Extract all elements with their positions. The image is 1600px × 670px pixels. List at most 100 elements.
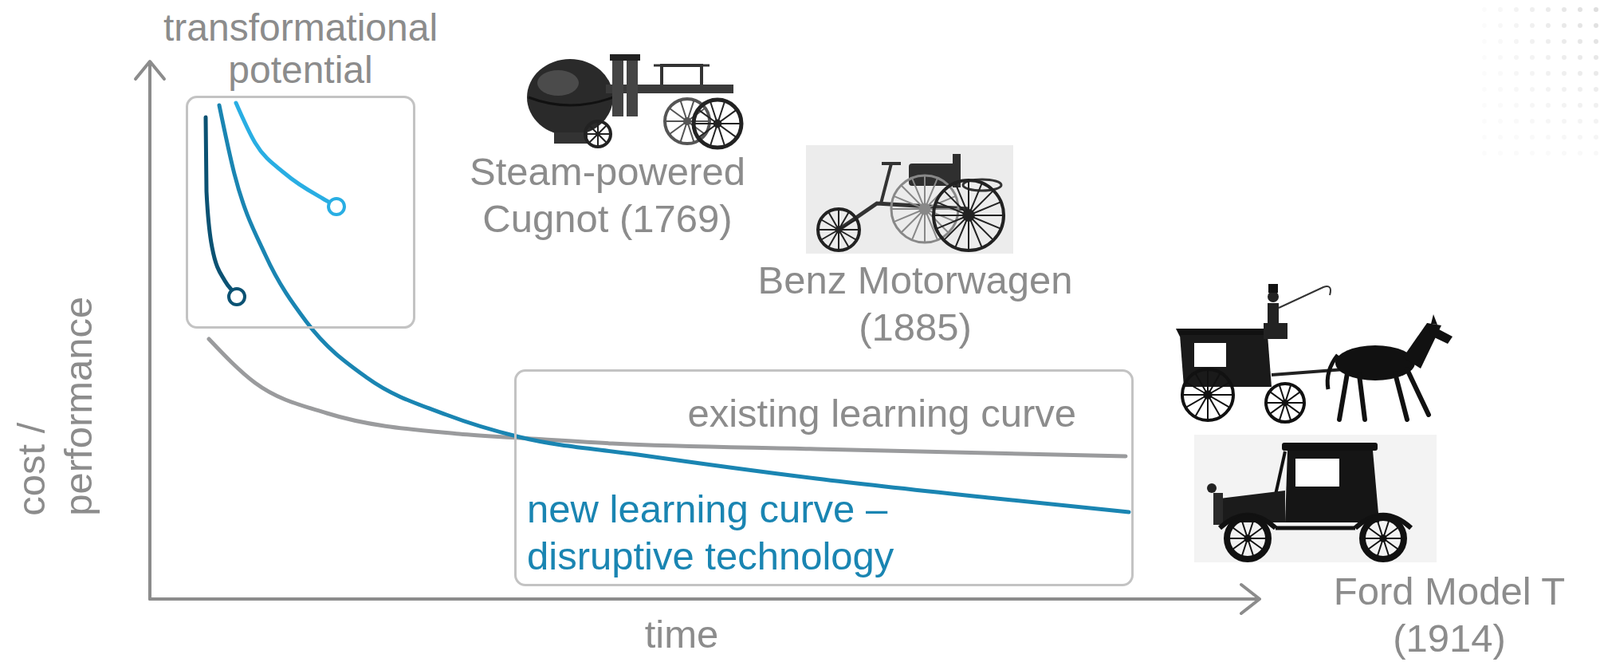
cugnot-illustration: [653, 64, 710, 67]
dot-pattern: [1497, 134, 1503, 140]
axes: [148, 62, 152, 599]
cugnot-illustration: [526, 54, 734, 144]
dot-pattern: [1529, 55, 1535, 60]
horse-carriage-illustration: [1339, 369, 1429, 420]
dot-pattern: [1593, 70, 1599, 76]
dot-pattern: [1577, 7, 1583, 12]
dot-pattern: [1529, 86, 1535, 92]
horse-carriage-illustration: [1194, 342, 1227, 367]
dot-pattern: [1482, 55, 1487, 60]
dot-pattern: [1577, 102, 1583, 108]
dot-pattern: [1513, 134, 1519, 140]
dot-pattern: [1545, 134, 1551, 140]
benz-wheel: [933, 180, 1004, 251]
horse-carriage-illustration: [1395, 373, 1408, 420]
dot-pattern: [1497, 23, 1503, 28]
dot-pattern: [1593, 39, 1599, 44]
dot-pattern: [1593, 150, 1599, 156]
benz-wheel: [918, 202, 931, 215]
dot-pattern: [1545, 70, 1551, 76]
failed-learning-curve: [205, 117, 232, 291]
dot-pattern: [1577, 70, 1583, 76]
dot-pattern: [1529, 118, 1535, 124]
dot-pattern: [1545, 86, 1551, 92]
dot-pattern: [1561, 55, 1567, 60]
dot-pattern: [1529, 7, 1535, 12]
dot-pattern: [1497, 7, 1503, 12]
axis-label: cost / performance: [7, 284, 103, 516]
dot-pattern: [1593, 102, 1599, 108]
dot-pattern: [1529, 150, 1535, 156]
horse-carriage-illustration: [1359, 374, 1365, 420]
cugnot-wheel: [585, 121, 611, 147]
benz-illustration: [805, 145, 1014, 254]
model-t-wheel: [1362, 517, 1404, 559]
dot-pattern: [1545, 118, 1551, 124]
dot-pattern: [1482, 7, 1487, 12]
existing-learning-curve: [208, 338, 1126, 457]
dot-pattern: [1482, 7, 1599, 156]
dot-pattern: [1482, 134, 1487, 140]
dot-pattern: [1577, 134, 1583, 140]
dot-pattern: [1561, 102, 1567, 108]
model-t-wheel: [1226, 517, 1269, 559]
region-box: existing learning curve new learning curv…: [514, 369, 1134, 586]
dot-pattern: [1593, 55, 1599, 60]
horse-carriage-illustration: [1339, 373, 1348, 420]
axes: [149, 597, 1259, 601]
disruptive-learning-curve: [219, 105, 1129, 512]
dot-pattern: [1513, 70, 1519, 76]
cugnot-illustration: [626, 58, 638, 117]
dot-pattern: [1513, 7, 1519, 12]
dot-pattern: [1482, 39, 1487, 44]
dot-pattern: [1561, 118, 1567, 124]
dot-pattern: [1513, 39, 1519, 44]
dot-pattern: [1497, 39, 1503, 44]
curve-label: existing learning curve: [687, 389, 1077, 437]
dot-pattern: [1577, 23, 1583, 28]
model-t-wheel: [1226, 517, 1269, 559]
horse-carriage-illustration: [1175, 283, 1453, 420]
cugnot-illustration: [612, 58, 624, 117]
image-caption: Ford Model T (1914): [1321, 567, 1577, 662]
dot-pattern: [1545, 102, 1551, 108]
dot-pattern: [1577, 55, 1583, 60]
cugnot-illustration: [554, 132, 588, 144]
dot-pattern: [1482, 118, 1487, 124]
curve-label: new learning curve – disruptive technolo…: [526, 485, 974, 580]
dot-pattern: [1529, 70, 1535, 76]
dot-pattern: [1497, 86, 1503, 92]
benz-illustration: [881, 161, 901, 166]
image-caption: Benz Motorwagen (1885): [739, 256, 1091, 351]
curve-end-marker: [328, 198, 345, 215]
horse-carriage-illustration: [1430, 314, 1438, 325]
region-box: transformational potential: [185, 95, 416, 329]
carriage-wheel: [1265, 383, 1305, 422]
horse-carriage-illustration: [1267, 290, 1279, 303]
dot-pattern: [1513, 86, 1519, 92]
dot-pattern: [1482, 86, 1487, 92]
cugnot-illustration: [605, 84, 734, 94]
dot-pattern: [1513, 55, 1519, 60]
carriage-wheel: [1202, 389, 1213, 400]
dot-pattern: [1561, 23, 1567, 28]
cugnot-wheel: [693, 99, 742, 148]
carriage-wheel: [1281, 399, 1290, 407]
dot-pattern: [1545, 55, 1551, 60]
dot-pattern: [1529, 102, 1535, 108]
cugnot-illustration: [526, 58, 614, 136]
dot-pattern: [1577, 150, 1583, 156]
dot-pattern: [1545, 7, 1551, 12]
dot-pattern: [1593, 118, 1599, 124]
axis-label: time: [644, 610, 720, 658]
model-t-wheel: [1379, 534, 1387, 542]
benz-wheel: [933, 180, 1004, 251]
cugnot-wheel: [595, 131, 601, 137]
dot-pattern: [1593, 134, 1599, 140]
failed-learning-curve: [235, 102, 329, 202]
image-caption: Steam-powered Cugnot (1769): [448, 148, 767, 243]
dot-pattern: [1561, 150, 1567, 156]
model-t-illustration: [1213, 492, 1223, 525]
horse-carriage-illustration: [1267, 302, 1279, 326]
